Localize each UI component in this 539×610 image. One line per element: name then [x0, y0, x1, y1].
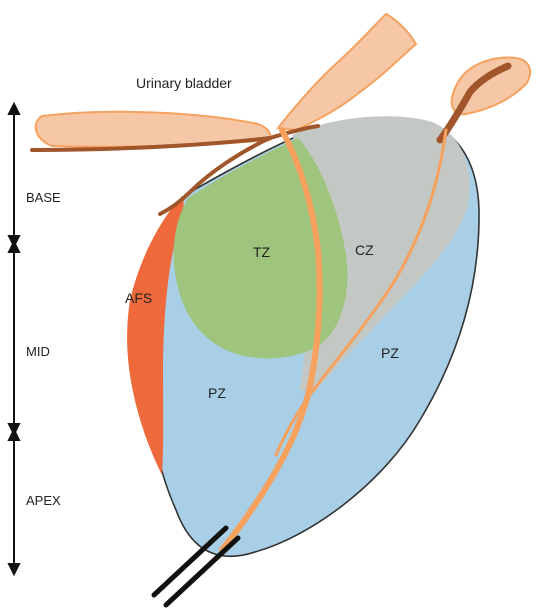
apex-arrow-top-head	[9, 430, 19, 440]
label-tz: TZ	[253, 244, 271, 260]
bladder-wall-upper	[278, 14, 416, 130]
base-arrow-top-head	[9, 104, 19, 114]
level-scale	[9, 104, 19, 574]
label-urinary-bladder: Urinary bladder	[136, 75, 232, 91]
label-pz-left: PZ	[208, 385, 226, 401]
label-cz: CZ	[355, 242, 374, 258]
apex-arrow-bottom-head	[9, 564, 19, 574]
label-afs: AFS	[125, 290, 152, 306]
label-mid: MID	[26, 344, 50, 359]
label-apex: APEX	[26, 493, 61, 508]
label-base: BASE	[26, 190, 61, 205]
mid-arrow-top-head	[9, 242, 19, 252]
label-pz-right: PZ	[381, 345, 399, 361]
